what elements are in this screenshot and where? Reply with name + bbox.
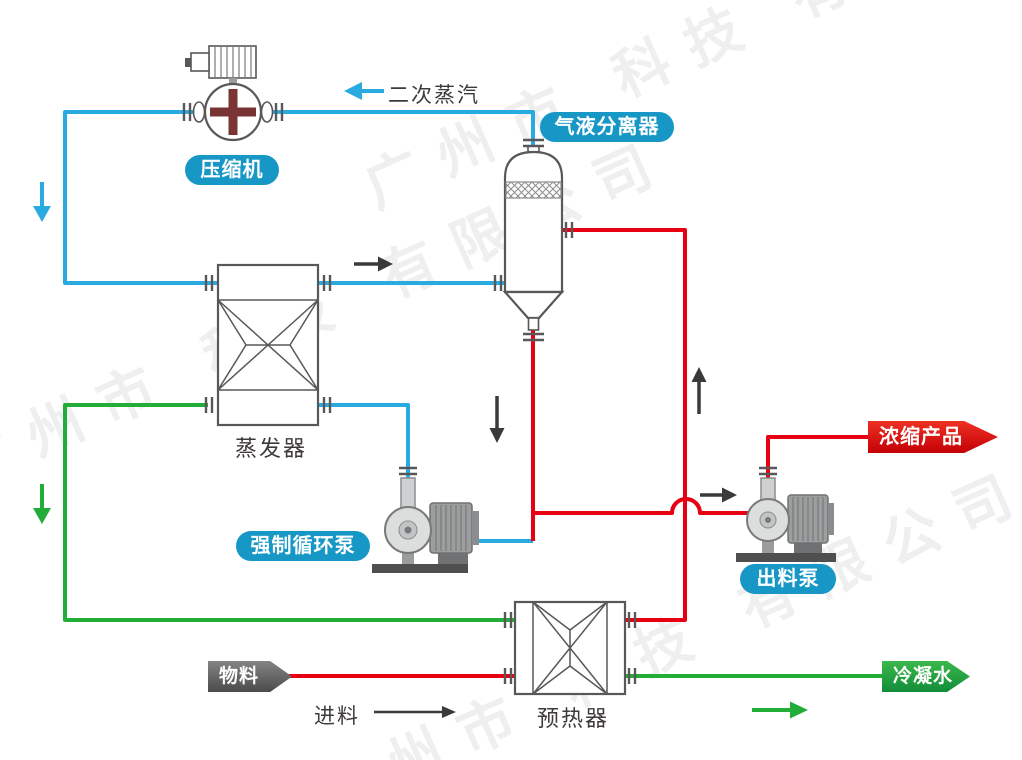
label-separator: 气液分离器: [540, 112, 674, 142]
label-secondary-steam: 二次蒸汽: [388, 84, 480, 107]
flow-arrow-to-discharge-pump-right: [700, 487, 737, 503]
label-feed: 进料: [314, 705, 360, 728]
flow-arrow-feed-right: [374, 706, 456, 718]
evaporator-icon: [204, 263, 332, 427]
pipe-concentrate-to-discharge-pump: [533, 497, 748, 515]
pipe-condensate-to-preheater: [63, 403, 515, 622]
flow-arrow-compressed-vapor-down: [33, 182, 51, 222]
circulation-pump-icon: [372, 466, 479, 573]
flow-arrow-secondary-steam-left: [344, 82, 384, 100]
discharge-pump-icon: [736, 466, 836, 562]
flow-arrow-to-separator-right: [354, 256, 393, 272]
pipe-vapor-to-compressor: [63, 110, 535, 285]
pipe-preheated-feed-riser: [562, 228, 687, 622]
pipe-pump-to-evaporator: [318, 403, 410, 478]
label-compressor: 压缩机: [185, 155, 279, 185]
separator-icon: [493, 138, 574, 342]
label-preheater: 预热器: [537, 706, 610, 731]
flow-arrow-condensate-down: [33, 484, 51, 524]
pipe-discharge-pump-outlet: [766, 435, 876, 500]
preheater-icon: [503, 600, 637, 696]
compressor-icon: [182, 45, 284, 142]
flow-arrow-condensate-out-right: [752, 701, 808, 719]
label-circulation-pump: 强制循环泵: [236, 531, 370, 561]
flow-arrow-riser-up: [691, 367, 707, 414]
label-evaporator: 蒸发器: [235, 436, 308, 461]
flow-arrow-separator-bottom-down: [489, 396, 505, 443]
label-discharge-pump: 出料泵: [740, 564, 836, 594]
